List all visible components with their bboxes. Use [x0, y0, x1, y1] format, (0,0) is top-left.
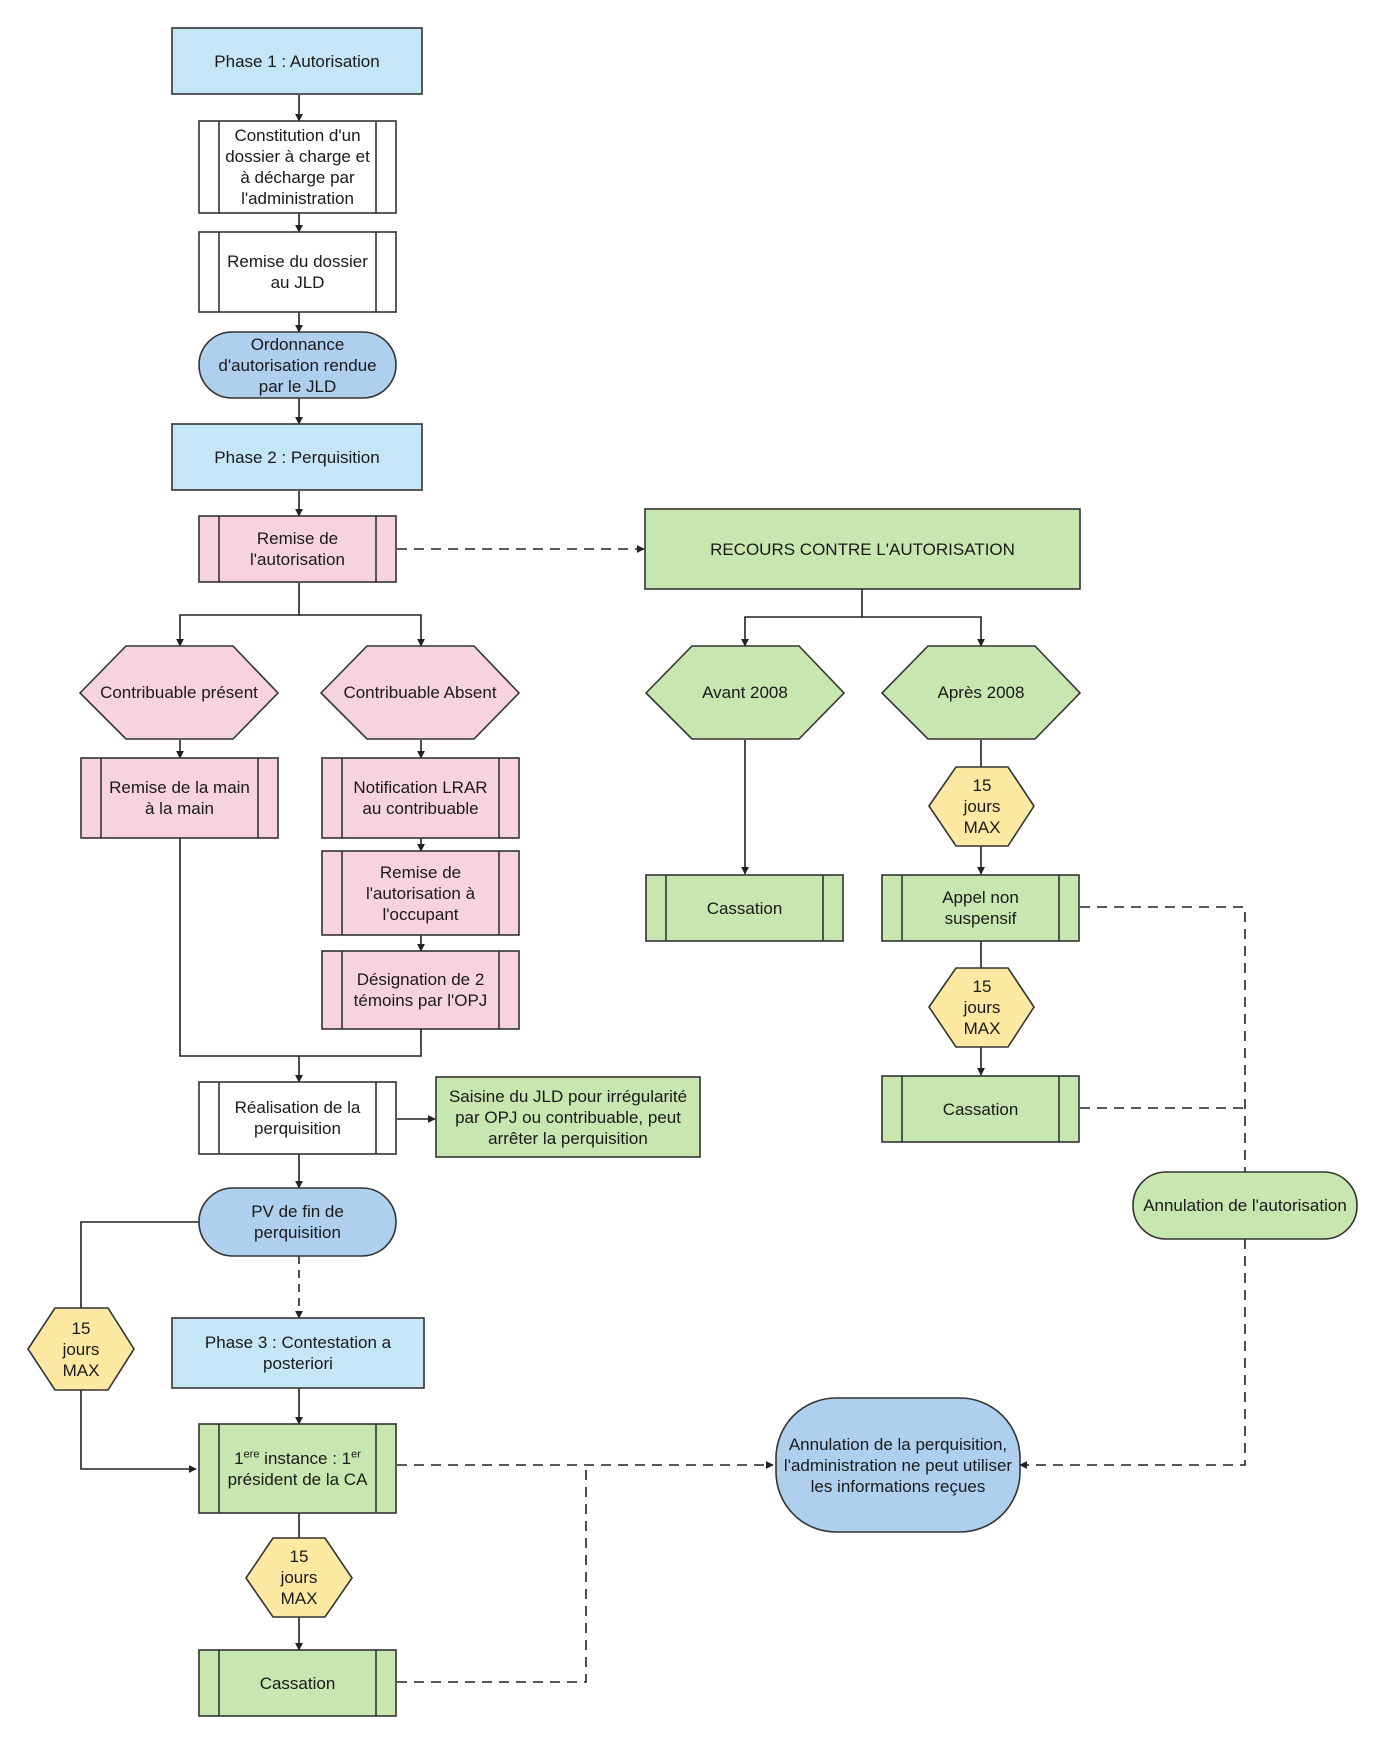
shapes: [27, 27, 1358, 1717]
edge-recours-apres: [862, 616, 985, 647]
edge-annulation-autorisation-perquisition: [1019, 1239, 1246, 1469]
remise-autorisation-box: [198, 515, 397, 583]
apres-2008-hex: [880, 645, 1082, 740]
remise-occupant-box: [321, 850, 520, 936]
delay-bottom-hex: [245, 1537, 353, 1618]
delay-left-hex: [27, 1307, 135, 1391]
cassation-apres-box: [881, 1075, 1080, 1143]
contribuable-absent-hex: [319, 645, 521, 740]
edge-merge-branches: [179, 838, 422, 1057]
saisine-box: [435, 1076, 701, 1158]
contribuable-present-hex: [78, 645, 280, 740]
edge-to-contribuable-present: [176, 583, 300, 647]
edge-appel-annulation: [1080, 906, 1246, 1172]
instance-box: [198, 1423, 397, 1514]
cassation-bottom-box: [198, 1649, 397, 1717]
delay-right-1-hex: [928, 766, 1035, 847]
delay-right-2-hex: [928, 967, 1035, 1048]
remise-main-box: [80, 757, 279, 839]
constitution-box: [198, 120, 397, 214]
realisation-box: [198, 1081, 397, 1155]
edge-cassation-annulation-perquisition: [397, 1465, 587, 1683]
annulation-perquisition-box: [775, 1397, 1021, 1533]
remise-dossier-box: [198, 231, 397, 313]
recours-box: [644, 508, 1081, 590]
edge-recours-avant: [741, 589, 863, 647]
ordonnance-box: [198, 331, 397, 399]
phase2-box: [171, 423, 423, 491]
appel-box: [881, 874, 1080, 942]
phase3-box: [171, 1317, 425, 1389]
avant-2008-hex: [644, 645, 846, 740]
notification-box: [321, 757, 520, 839]
cassation-avant-box: [645, 874, 844, 942]
edge-pv-delay-left: [80, 1221, 201, 1308]
edge-to-contribuable-absent: [299, 614, 425, 647]
connectors: [80, 95, 1246, 1683]
edge-delay-left-instance: [80, 1390, 197, 1473]
designation-box: [321, 950, 520, 1030]
phase1-box: [171, 27, 423, 95]
pv-fin-box: [198, 1187, 397, 1257]
annulation-autorisation-box: [1132, 1171, 1358, 1240]
